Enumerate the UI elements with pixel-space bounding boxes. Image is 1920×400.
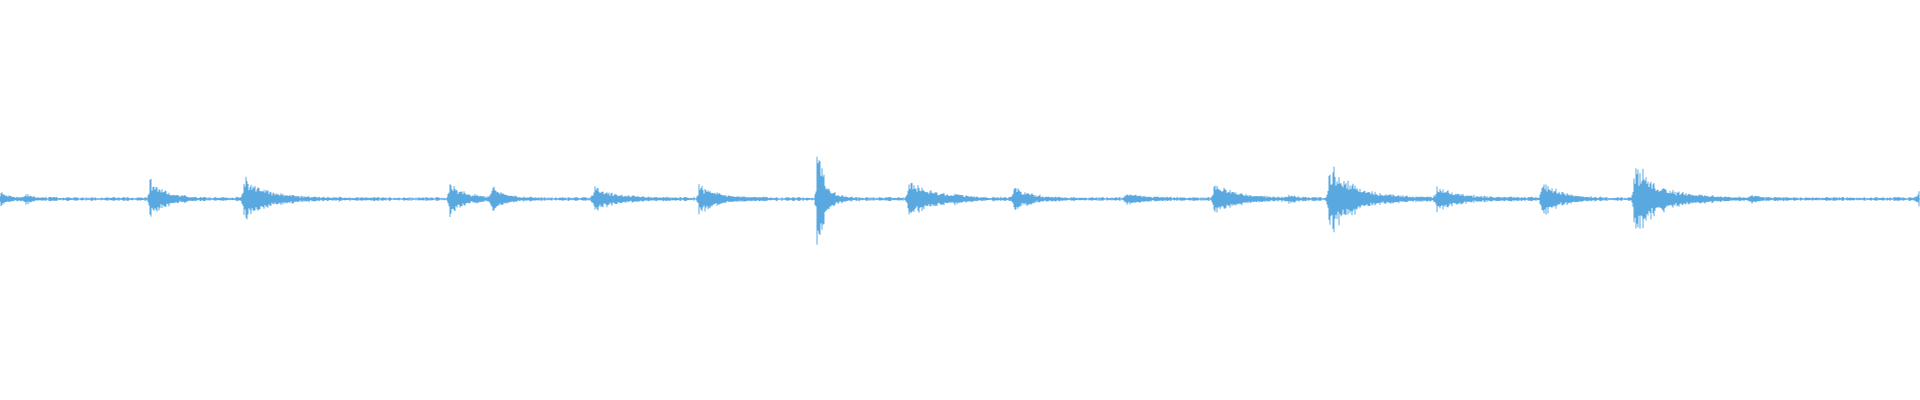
waveform-trace <box>0 156 1920 245</box>
